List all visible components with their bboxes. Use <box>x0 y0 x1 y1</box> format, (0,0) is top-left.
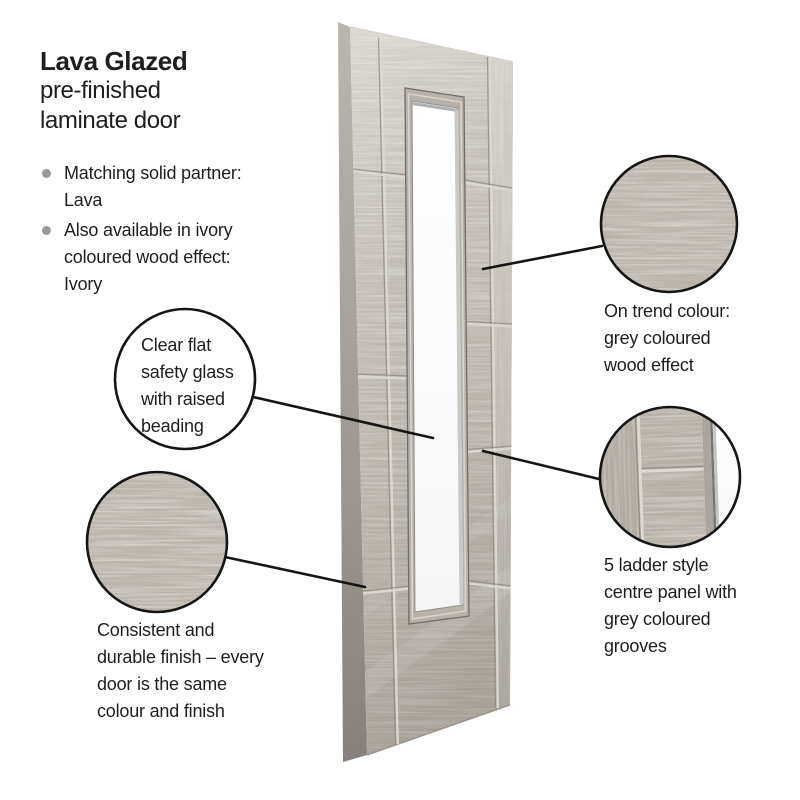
door-top-edge-highlight <box>349 26 514 63</box>
bullet-line: Ivory <box>64 274 103 294</box>
callout-label-line: durable finish – every <box>97 647 264 667</box>
callout-label-glass: Clear flat safety glass with raised bead… <box>141 332 234 440</box>
bullet-item-partner: Matching solid partner: Lava <box>40 160 242 214</box>
callout-circle-finish <box>85 470 229 614</box>
connector-line-glass <box>251 395 435 440</box>
glass-panel <box>411 100 464 613</box>
bullet-line: Also available in ivory <box>64 220 233 240</box>
callout-label-line: Clear flat <box>141 335 212 355</box>
bullet-dot-icon <box>42 226 51 235</box>
callout-label-colour: On trend colour: grey coloured wood effe… <box>604 298 730 379</box>
callout-label-finish: Consistent and durable finish – every do… <box>97 617 264 725</box>
callout-label-line: grey coloured <box>604 328 711 348</box>
callout-label-line: beading <box>141 416 204 436</box>
callout-circle-glass <box>113 307 257 451</box>
callout-label-line: door is the same <box>97 674 227 694</box>
product-subtitle-line-2: laminate door <box>40 107 181 134</box>
door <box>338 22 514 762</box>
callout-label-line: Consistent and <box>97 620 215 640</box>
page-title: Lava Glazed <box>40 46 188 76</box>
connector-line-finish <box>223 555 367 589</box>
callout-label-line: with raised <box>141 389 225 409</box>
product-title-block: Lava Glazed pre-finished laminate door <box>40 46 188 136</box>
callout-label-panel: 5 ladder style centre panel with grey co… <box>604 552 737 660</box>
bullet-dot-icon <box>42 169 51 178</box>
connector-line-panel <box>481 449 601 481</box>
callout-label-line: safety glass <box>141 362 234 382</box>
bullet-line: coloured wood effect: <box>64 247 231 267</box>
callout-label-line: centre panel with <box>604 582 737 602</box>
door-bottom-edge <box>366 704 511 756</box>
bullet-line: Lava <box>64 190 103 210</box>
product-subtitle-line-1: pre-finished <box>40 77 161 104</box>
callout-label-line: grey coloured <box>604 609 711 629</box>
door-grooves <box>352 37 513 747</box>
connector-line-colour <box>481 244 604 271</box>
door-side-edge <box>338 22 367 762</box>
callout-label-line: colour and finish <box>97 701 225 721</box>
callout-circle-panel <box>598 405 742 549</box>
callout-label-line: wood effect <box>604 355 694 375</box>
bullet-item-ivory: Also available in ivory coloured wood ef… <box>40 217 233 298</box>
callout-label-line: 5 ladder style <box>604 555 709 575</box>
connector-lines <box>223 244 604 589</box>
callout-label-line: On trend colour: <box>604 301 730 321</box>
callout-circle-colour <box>599 154 739 294</box>
bullet-line: Matching solid partner: <box>64 163 242 183</box>
callout-label-line: grooves <box>604 636 667 656</box>
